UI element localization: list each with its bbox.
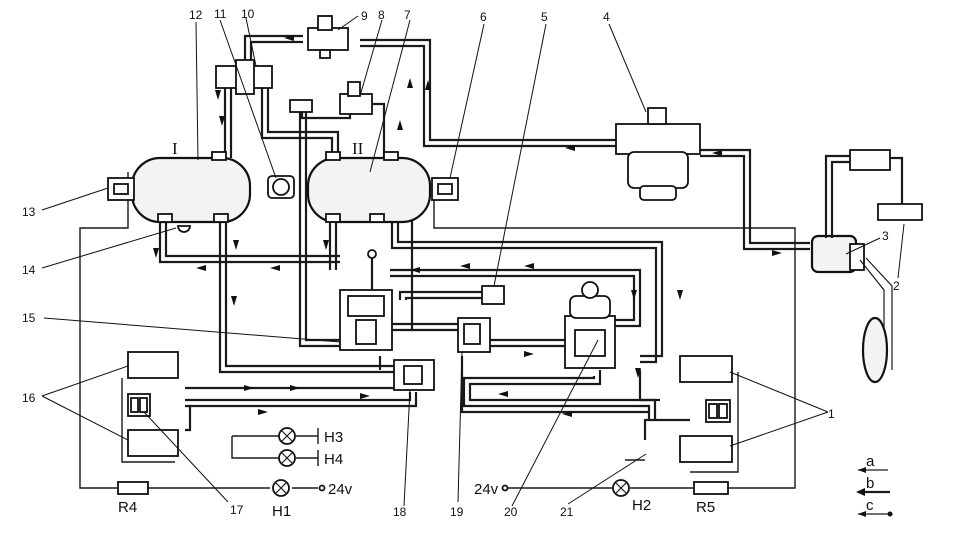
valve-9 xyxy=(307,15,349,59)
label-r4: R4 xyxy=(118,499,137,516)
callout-1: 1 xyxy=(828,407,835,421)
callout-11: 11 xyxy=(214,7,227,21)
legend-c: c xyxy=(866,497,874,514)
relay-valve-18 xyxy=(393,359,435,391)
pressure-switch-6 xyxy=(431,177,459,201)
callout-2: 2 xyxy=(893,279,900,293)
label-r5: R5 xyxy=(696,499,715,516)
valve-21 xyxy=(705,399,731,423)
label-h4: H4 xyxy=(324,451,343,468)
callout-16: 16 xyxy=(22,391,36,405)
supply-right: 24v xyxy=(474,481,509,498)
lamp-h1: H1 xyxy=(272,479,291,520)
sensor-5 xyxy=(481,285,505,305)
brake-chamber-16-upper xyxy=(127,351,179,379)
callout-17: 17 xyxy=(230,503,244,517)
callout-21: 21 xyxy=(560,505,574,519)
callout-19: 19 xyxy=(450,505,464,519)
callout-8: 8 xyxy=(378,8,385,22)
legend-a: a xyxy=(866,453,875,470)
pressure-switch-13 xyxy=(107,177,135,201)
valve-10 xyxy=(215,59,273,95)
supply-left: 24v xyxy=(318,481,353,498)
label-24v-left: 24v xyxy=(328,481,353,498)
lamp-h2: H2 xyxy=(612,479,651,514)
valve-20 xyxy=(564,281,616,369)
label-24v-right: 24v xyxy=(474,481,499,498)
legend: a b c xyxy=(856,453,893,517)
lamp-h4: H4 xyxy=(278,449,343,468)
brake-chamber-1-upper xyxy=(679,355,733,383)
callout-10: 10 xyxy=(241,7,255,21)
brake-chamber-16-lower xyxy=(127,429,179,457)
label-h1: H1 xyxy=(272,503,291,520)
pressure-gauge-11 xyxy=(267,175,295,199)
callout-3: 3 xyxy=(882,229,889,243)
valve-8 xyxy=(289,81,373,115)
resistor-r5: R5 xyxy=(693,481,729,516)
drain-valve-14 xyxy=(177,225,191,233)
label-h2: H2 xyxy=(632,497,651,514)
lamp-h3: H3 xyxy=(278,427,343,446)
brake-chamber-1-lower xyxy=(679,435,733,463)
callouts: 1 2 3 4 5 6 7 8 9 10 11 12 13 14 15 16 xyxy=(22,7,905,519)
callout-6: 6 xyxy=(480,10,487,24)
valve-19 xyxy=(457,317,491,353)
label-h3: H3 xyxy=(324,429,343,446)
callout-20: 20 xyxy=(504,505,518,519)
callout-9: 9 xyxy=(361,9,368,23)
tank-i-label: I xyxy=(172,139,178,158)
tank-ii: II xyxy=(306,139,432,224)
engine-2 xyxy=(824,149,923,238)
callout-13: 13 xyxy=(22,205,36,219)
callout-18: 18 xyxy=(393,505,407,519)
callout-4: 4 xyxy=(603,10,610,24)
air-dryer-4 xyxy=(615,107,701,201)
resistor-r4: R4 xyxy=(117,481,149,516)
callout-7: 7 xyxy=(404,8,411,22)
compressor-3 xyxy=(810,234,893,384)
electrical-wires xyxy=(79,172,796,489)
callout-12: 12 xyxy=(189,8,203,22)
callout-14: 14 xyxy=(22,263,36,277)
valve-17 xyxy=(127,393,151,417)
callout-15: 15 xyxy=(22,311,36,325)
tank-ii-label: II xyxy=(352,139,364,158)
flow-arrows xyxy=(153,35,782,417)
callout-5: 5 xyxy=(541,10,548,24)
tank-i: I xyxy=(130,139,252,224)
brake-valve-15 xyxy=(339,249,393,351)
legend-b: b xyxy=(866,475,874,492)
